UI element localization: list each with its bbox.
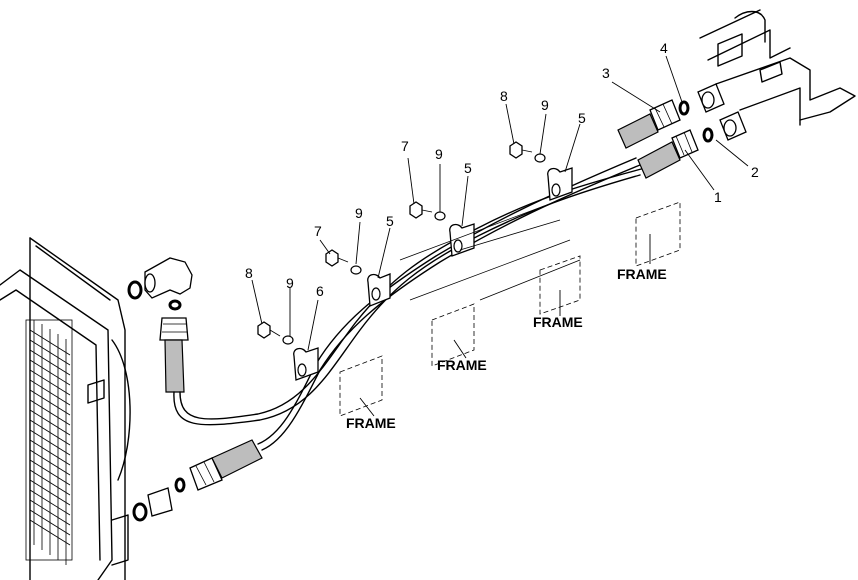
callout-1: 1	[714, 189, 722, 205]
right-hose-fittings	[617, 99, 714, 179]
callout-8-a: 8	[500, 88, 508, 104]
upper-cooler-fittings	[127, 257, 193, 393]
oil-cooler	[0, 237, 131, 580]
callout-5-clamp-b: 5	[464, 160, 472, 176]
callout-8-b: 8	[245, 265, 253, 281]
frame-plates	[339, 199, 681, 417]
callout-5-clamp-a: 5	[578, 110, 586, 126]
leader-lines	[251, 55, 749, 417]
callout-4: 4	[660, 40, 668, 56]
valve-block	[697, 9, 856, 141]
callout-labels: 1 2 3 4 5 5 5 6 7 7 8 8 9 9 9 9 5	[245, 40, 759, 299]
callout-6: 6	[316, 283, 324, 299]
callout-9-a: 9	[541, 97, 549, 113]
bolts-and-washers	[257, 141, 546, 345]
frame-labels: FRAME FRAME FRAME FRAME	[346, 266, 667, 431]
callout-9-d: 9	[286, 275, 294, 291]
hose-lines	[173, 157, 646, 451]
callout-5-clamp-c: 5	[386, 213, 394, 229]
frame-label-4: FRAME	[346, 415, 396, 431]
callout-3: 3	[602, 65, 610, 81]
hose-clamps	[293, 167, 573, 381]
frame-label-2: FRAME	[533, 314, 583, 330]
lower-cooler-fittings	[132, 439, 263, 522]
callout-7-a: 7	[314, 223, 322, 239]
callout-9-b: 9	[435, 146, 443, 162]
frame-label-1: FRAME	[617, 266, 667, 282]
callout-2: 2	[751, 164, 759, 180]
frame-label-3: FRAME	[437, 357, 487, 373]
callout-9-c: 9	[355, 205, 363, 221]
cooler-fins	[25, 319, 73, 565]
callout-7-b: 7	[401, 138, 409, 154]
